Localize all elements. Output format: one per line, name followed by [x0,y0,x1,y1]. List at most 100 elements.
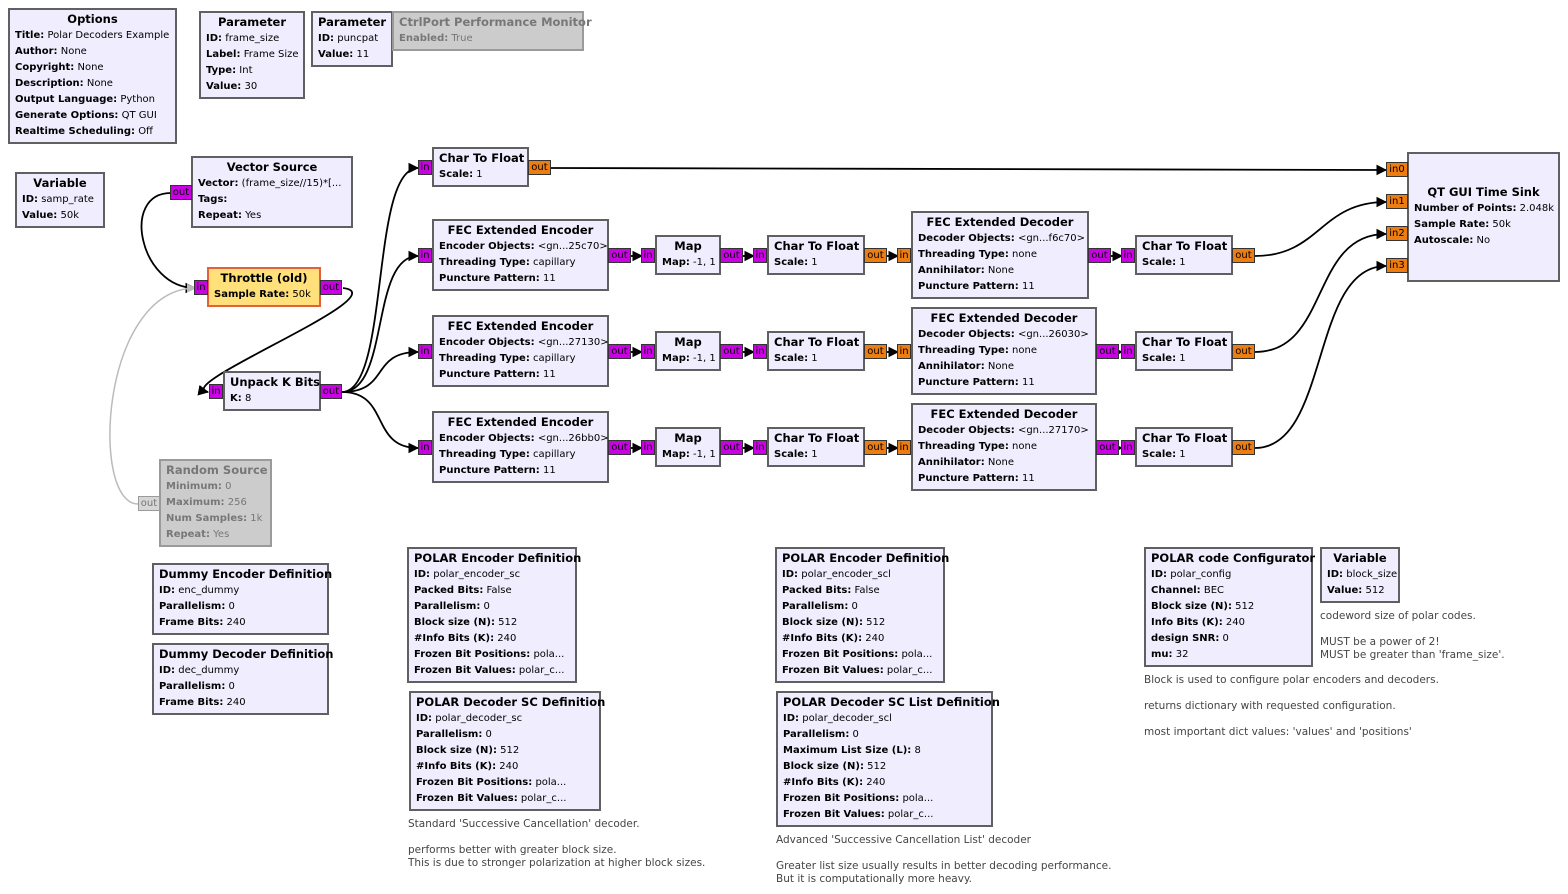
dec1-out-port[interactable]: out [1088,248,1111,263]
c2f-top-out-port[interactable]: out [528,160,551,175]
sink-in3-port[interactable]: in3 [1386,258,1408,273]
unpack-in-port[interactable]: in [209,384,223,399]
char-to-float-b2-block[interactable]: Char To Float Scale: 1 [1135,331,1233,371]
map3-in-port[interactable]: in [641,440,655,455]
dec2-in-port[interactable]: in [897,344,911,359]
variable-samp-rate-block[interactable]: Variable ID: samp_rate Value: 50k [15,172,105,228]
enc1-in-port[interactable]: in [418,248,432,263]
enc3-out-port[interactable]: out [608,440,631,455]
sink-in2-port[interactable]: in2 [1386,226,1408,241]
char-to-float-a2-block[interactable]: Char To Float Scale: 1 [767,331,865,371]
fec-decoder-3-block[interactable]: FEC Extended Decoder Decoder Objects: <g… [911,403,1097,491]
c2f-b2-in-port[interactable]: in [1121,344,1135,359]
block-param: Frozen Bit Positions: pola... [783,793,934,804]
fec-decoder-2-block[interactable]: FEC Extended Decoder Decoder Objects: <g… [911,307,1097,395]
block-param: Scale: 1 [1142,449,1186,460]
block-param: Annihilator: None [918,361,1014,372]
unpack-out-port[interactable]: out [320,384,342,399]
dec3-in-port[interactable]: in [897,440,911,455]
char-to-float-a3-block[interactable]: Char To Float Scale: 1 [767,427,865,467]
ctrlport-monitor-block[interactable]: CtrlPort Performance Monitor Enabled: Tr… [392,11,592,51]
sink-in1-port[interactable]: in1 [1386,194,1408,209]
c2f-a1-in-port[interactable]: in [753,248,767,263]
polar-code-configurator-block[interactable]: POLAR code Configurator ID: polar_config… [1144,547,1315,667]
block-param: Scale: 1 [1142,257,1186,268]
block-title: FEC Extended Encoder [447,223,594,237]
polar-decoder-sc-definition-block[interactable]: POLAR Decoder SC Definition ID: polar_de… [409,691,605,811]
random-source-block[interactable]: Random Source Minimum: 0 Maximum: 256 Nu… [159,459,272,547]
throttle-block[interactable]: Throttle (old) Sample Rate: 50k [207,267,321,307]
dec3-out-port[interactable]: out [1096,440,1119,455]
block-param: #Info Bits (K): 240 [783,777,886,788]
map1-in-port[interactable]: in [641,248,655,263]
dummy-encoder-definition-block[interactable]: Dummy Encoder Definition ID: enc_dummy P… [152,563,332,635]
c2f-a1-out-port[interactable]: out [864,248,887,263]
block-param: Channel: BEC [1151,585,1225,596]
enc2-out-port[interactable]: out [608,344,631,359]
fec-encoder-1-block[interactable]: FEC Extended Encoder Encoder Objects: <g… [432,219,609,291]
polar-decoder-scl-definition-block[interactable]: POLAR Decoder SC List Definition ID: pol… [776,691,1000,827]
block-param: Vector: (frame_size//15)*[... [198,178,342,189]
char-to-float-b3-block[interactable]: Char To Float Scale: 1 [1135,427,1233,467]
wire-c2ftop-sink-in0 [550,164,1388,176]
c2f-a3-out-port[interactable]: out [864,440,887,455]
map2-out-port[interactable]: out [720,344,743,359]
char-to-float-a1-block[interactable]: Char To Float Scale: 1 [767,235,865,275]
block-param: Decoder Objects: <gn...27170> [918,425,1089,436]
variable-block-size-block[interactable]: Variable ID: block_size Value: 512 [1320,547,1400,603]
c2f-top-in-port[interactable]: in [418,160,432,175]
c2f-b3-in-port[interactable]: in [1121,440,1135,455]
block-param: Copyright: None [15,62,104,73]
c2f-b1-in-port[interactable]: in [1121,248,1135,263]
c2f-b1-out-port[interactable]: out [1232,248,1255,263]
randsrc-out-port[interactable]: out [138,496,160,511]
block-title: Char To Float [774,431,860,445]
vector-source-block[interactable]: Vector Source Vector: (frame_size//15)*[… [191,156,353,228]
c2f-a2-out-port[interactable]: out [864,344,887,359]
qt-gui-time-sink-block[interactable]: QT GUI Time Sink Number of Points: 2.048… [1407,152,1560,282]
fec-decoder-1-block[interactable]: FEC Extended Decoder Decoder Objects: <g… [911,211,1089,299]
dec2-out-port[interactable]: out [1096,344,1119,359]
block-param: Value: 512 [1327,585,1385,596]
block-param: K: 8 [230,393,252,404]
map-2-block[interactable]: Map Map: -1, 1 [655,331,721,371]
block-param: Frame Bits: 240 [159,697,246,708]
fec-encoder-2-block[interactable]: FEC Extended Encoder Encoder Objects: <g… [432,315,609,387]
dec1-in-port[interactable]: in [897,248,911,263]
c2f-b3-out-port[interactable]: out [1232,440,1255,455]
map1-out-port[interactable]: out [720,248,743,263]
throttle-in-port[interactable]: in [194,280,208,295]
polar-encoder-scl-definition-block[interactable]: POLAR Encoder Definition ID: polar_encod… [775,547,949,683]
options-block[interactable]: Options Title: Polar Decoders Example Au… [8,8,177,144]
block-title: Map [674,431,702,445]
fec-encoder-3-block[interactable]: FEC Extended Encoder Encoder Objects: <g… [432,411,609,483]
block-param: Title: Polar Decoders Example [15,30,170,41]
parameter-puncpat-block[interactable]: Parameter ID: puncpat Value: 11 [311,11,393,67]
map3-out-port[interactable]: out [720,440,743,455]
map-3-block[interactable]: Map Map: -1, 1 [655,427,721,467]
unpack-k-bits-block[interactable]: Unpack K Bits K: 8 [223,371,321,411]
throttle-out-port[interactable]: out [320,280,342,295]
block-title: Variable [1333,551,1387,565]
configurator-note: Block is used to configure polar encoder… [1144,674,1439,738]
block-param: Scale: 1 [1142,353,1186,364]
parameter-frame-size-block[interactable]: Parameter ID: frame_size Label: Frame Si… [199,11,305,99]
dummy-decoder-definition-block[interactable]: Dummy Decoder Definition ID: dec_dummy P… [152,643,334,715]
sink-in0-port[interactable]: in0 [1386,162,1408,177]
c2f-a3-in-port[interactable]: in [753,440,767,455]
enc3-in-port[interactable]: in [418,440,432,455]
char-to-float-top-block[interactable]: Char To Float Scale: 1 [432,147,529,187]
c2f-b2-out-port[interactable]: out [1232,344,1255,359]
enc2-in-port[interactable]: in [418,344,432,359]
vecsrc-out-port[interactable]: out [170,185,192,200]
wire-randsrc-throttle [109,283,196,505]
c2f-a2-in-port[interactable]: in [753,344,767,359]
enc1-out-port[interactable]: out [608,248,631,263]
polar-encoder-sc-definition-block[interactable]: POLAR Encoder Definition ID: polar_encod… [407,547,581,683]
block-param: Map: -1, 1 [662,449,716,460]
char-to-float-b1-block[interactable]: Char To Float Scale: 1 [1135,235,1233,275]
block-param: ID: enc_dummy [159,585,240,596]
map2-in-port[interactable]: in [641,344,655,359]
block-param: ID: samp_rate [22,194,94,205]
map-1-block[interactable]: Map Map: -1, 1 [655,235,721,275]
